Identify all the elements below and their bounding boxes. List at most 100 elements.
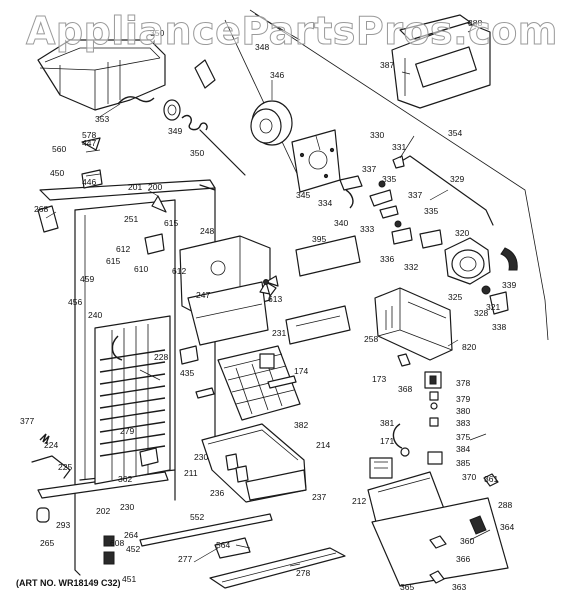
callout-label: 385 <box>456 458 470 468</box>
callout-label: 435 <box>180 368 194 378</box>
callout-label: 201 <box>128 182 142 192</box>
callout-label: 378 <box>456 378 470 388</box>
callout-label: 375 <box>456 432 470 442</box>
auger-motor <box>250 100 293 146</box>
callout-label: 335 <box>382 174 396 184</box>
callout-label: 320 <box>455 228 469 238</box>
callout-label: 346 <box>270 70 284 80</box>
motor-bracket <box>291 129 341 193</box>
callout-label: 387 <box>380 60 394 70</box>
callout-label: 350 <box>150 28 164 38</box>
callout-label: 258 <box>364 334 378 344</box>
callout-label: 362 <box>118 474 132 484</box>
callout-label: 224 <box>44 440 58 450</box>
callout-label: 231 <box>272 328 286 338</box>
callout-label: 608 <box>110 538 124 548</box>
dispenser-tray <box>367 457 509 587</box>
callout-label: 329 <box>450 174 464 184</box>
callout-label: 334 <box>318 198 332 208</box>
callout-label: 560 <box>52 144 66 154</box>
callout-label: 333 <box>360 224 374 234</box>
callout-label: 613 <box>268 294 282 304</box>
callout-label: 202 <box>96 506 110 516</box>
callout-label: 278 <box>296 568 310 578</box>
dispenser-cover <box>391 14 491 109</box>
duct-panels <box>285 235 361 345</box>
callout-label: 335 <box>424 206 438 216</box>
callout-label: 337 <box>408 190 422 200</box>
callout-label: 384 <box>456 444 470 454</box>
callout-label: 337 <box>362 164 376 174</box>
callout-label: 456 <box>68 297 82 307</box>
callout-label: 349 <box>168 126 182 136</box>
callout-label: 265 <box>40 538 54 548</box>
callout-label: 820 <box>462 342 476 352</box>
callout-label: 338 <box>492 322 506 332</box>
callout-label: 382 <box>294 420 308 430</box>
callout-label: 615 <box>106 256 120 266</box>
callout-label: 446 <box>82 177 96 187</box>
callout-label: 228 <box>154 352 168 362</box>
callout-label: 395 <box>312 234 326 244</box>
callout-label: 452 <box>126 544 140 554</box>
callout-label: 353 <box>95 114 109 124</box>
callout-label: 330 <box>370 130 384 140</box>
callout-label: 615 <box>164 218 178 228</box>
callout-label: 348 <box>255 42 269 52</box>
ice-storage-bin <box>201 423 307 503</box>
callout-label: 293 <box>56 520 70 530</box>
callout-label: 612 <box>116 244 130 254</box>
callout-label: 336 <box>380 254 394 264</box>
callout-label: 360 <box>460 536 474 546</box>
callout-label: 321 <box>486 302 500 312</box>
callout-label: 381 <box>380 418 394 428</box>
callout-label: 211 <box>184 468 198 478</box>
callout-label: 251 <box>124 214 138 224</box>
callout-label: 328 <box>474 308 488 318</box>
callout-label: 279 <box>120 426 134 436</box>
callout-label: 277 <box>178 554 192 564</box>
callout-label: 365 <box>400 582 414 592</box>
small-hardware <box>31 137 411 565</box>
callout-label: 214 <box>316 440 330 450</box>
callout-label: 248 <box>200 226 214 236</box>
water-valve <box>392 371 443 465</box>
callout-label: 264 <box>124 530 138 540</box>
callout-label: 564 <box>216 540 230 550</box>
callout-label: 350 <box>190 148 204 158</box>
callout-label: 388 <box>468 18 482 28</box>
callout-label: 212 <box>352 496 366 506</box>
callout-label: 363 <box>452 582 466 592</box>
callout-label: 171 <box>380 436 394 446</box>
fan-blade <box>259 275 279 297</box>
callout-label: 332 <box>404 262 418 272</box>
icemaker-motor <box>444 237 518 315</box>
frame-lines <box>224 9 549 341</box>
callout-label: 450 <box>50 168 64 178</box>
callout-label: 612 <box>172 266 186 276</box>
icemaker-assembly <box>374 287 453 361</box>
callout-label: 230 <box>194 452 208 462</box>
callout-label: 377 <box>20 416 34 426</box>
callout-label: 225 <box>58 462 72 472</box>
callout-label: 174 <box>294 366 308 376</box>
auger-parts <box>117 59 246 176</box>
callout-label: 173 <box>372 374 386 384</box>
callout-label: 339 <box>502 280 516 290</box>
door-rails <box>37 471 346 589</box>
callout-label: 230 <box>120 502 134 512</box>
art-number: (ART NO. WR18149 C32) <box>16 578 121 588</box>
callout-label: 451 <box>122 574 136 584</box>
watermark-text: AppliancePartsPros.com <box>26 9 558 53</box>
callout-label: 247 <box>196 290 210 300</box>
callout-label: 379 <box>456 394 470 404</box>
callout-label: 200 <box>148 182 162 192</box>
callout-label: 383 <box>456 418 470 428</box>
callout-label: 240 <box>88 310 102 320</box>
callout-label: 345 <box>296 190 310 200</box>
callout-label: 331 <box>392 142 406 152</box>
callout-label: 237 <box>312 492 326 502</box>
callout-label: 268 <box>34 204 48 214</box>
